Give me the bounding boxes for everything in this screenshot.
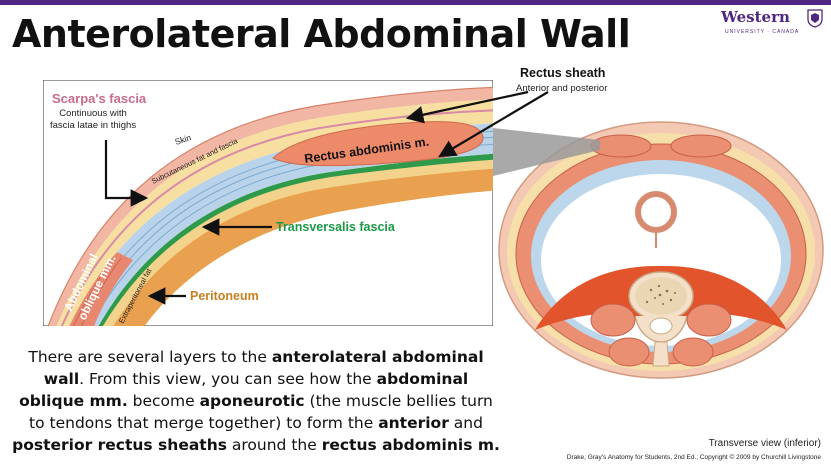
top-accent-bar xyxy=(0,0,831,5)
crest-icon xyxy=(807,9,823,28)
skin-label: Skin xyxy=(174,132,193,147)
peritoneum-label: Peritoneum xyxy=(190,289,259,303)
logo-wordmark: Western xyxy=(721,8,790,26)
slide-title: Anterolateral Abdominal Wall xyxy=(12,12,631,56)
rectus-sheath-title: Rectus sheath xyxy=(520,66,606,80)
bold-term: aponeurotic xyxy=(199,392,305,410)
scarpa-desc-line1: Continuous with xyxy=(59,108,127,119)
logo-tagline: UNIVERSITY · CANADA xyxy=(725,29,800,35)
transverse-section-figure xyxy=(498,121,824,379)
bold-term: posterior rectus sheaths xyxy=(12,436,227,454)
scarpa-fascia-title: Scarpa's fascia xyxy=(52,91,147,106)
explanation-paragraph: There are several layers to the anterola… xyxy=(12,346,500,456)
rectus-sheath-subtitle: Anterior and posterior xyxy=(516,83,608,94)
text-run: . From this view, you can see how the xyxy=(79,370,377,388)
bold-term: abdominal oblique mm. xyxy=(19,370,469,410)
bold-term: rectus abdominis m. xyxy=(321,436,500,454)
text-run: become xyxy=(127,392,200,410)
image-credit: Drake, Gray's Anatomy for Students, 2nd … xyxy=(566,454,821,461)
text-run: (the muscle bellies turn to tendons that… xyxy=(29,392,493,432)
text-run: around the xyxy=(226,436,322,454)
university-logo: Western UNIVERSITY · CANADA xyxy=(721,8,823,44)
text-run: and xyxy=(448,414,483,432)
bold-term: anterolateral abdominal wall xyxy=(43,348,484,388)
bold-term: anterior xyxy=(378,414,449,432)
transversalis-fascia-label: Transversalis fascia xyxy=(276,220,395,234)
cross-section-caption: Transverse view (inferior) xyxy=(708,438,821,449)
scarpa-fascia-description: Continuous with fascia latae in thighs xyxy=(50,108,136,132)
scarpa-desc-line2: fascia latae in thighs xyxy=(50,120,137,131)
text-run: There are several layers to the xyxy=(28,348,272,366)
